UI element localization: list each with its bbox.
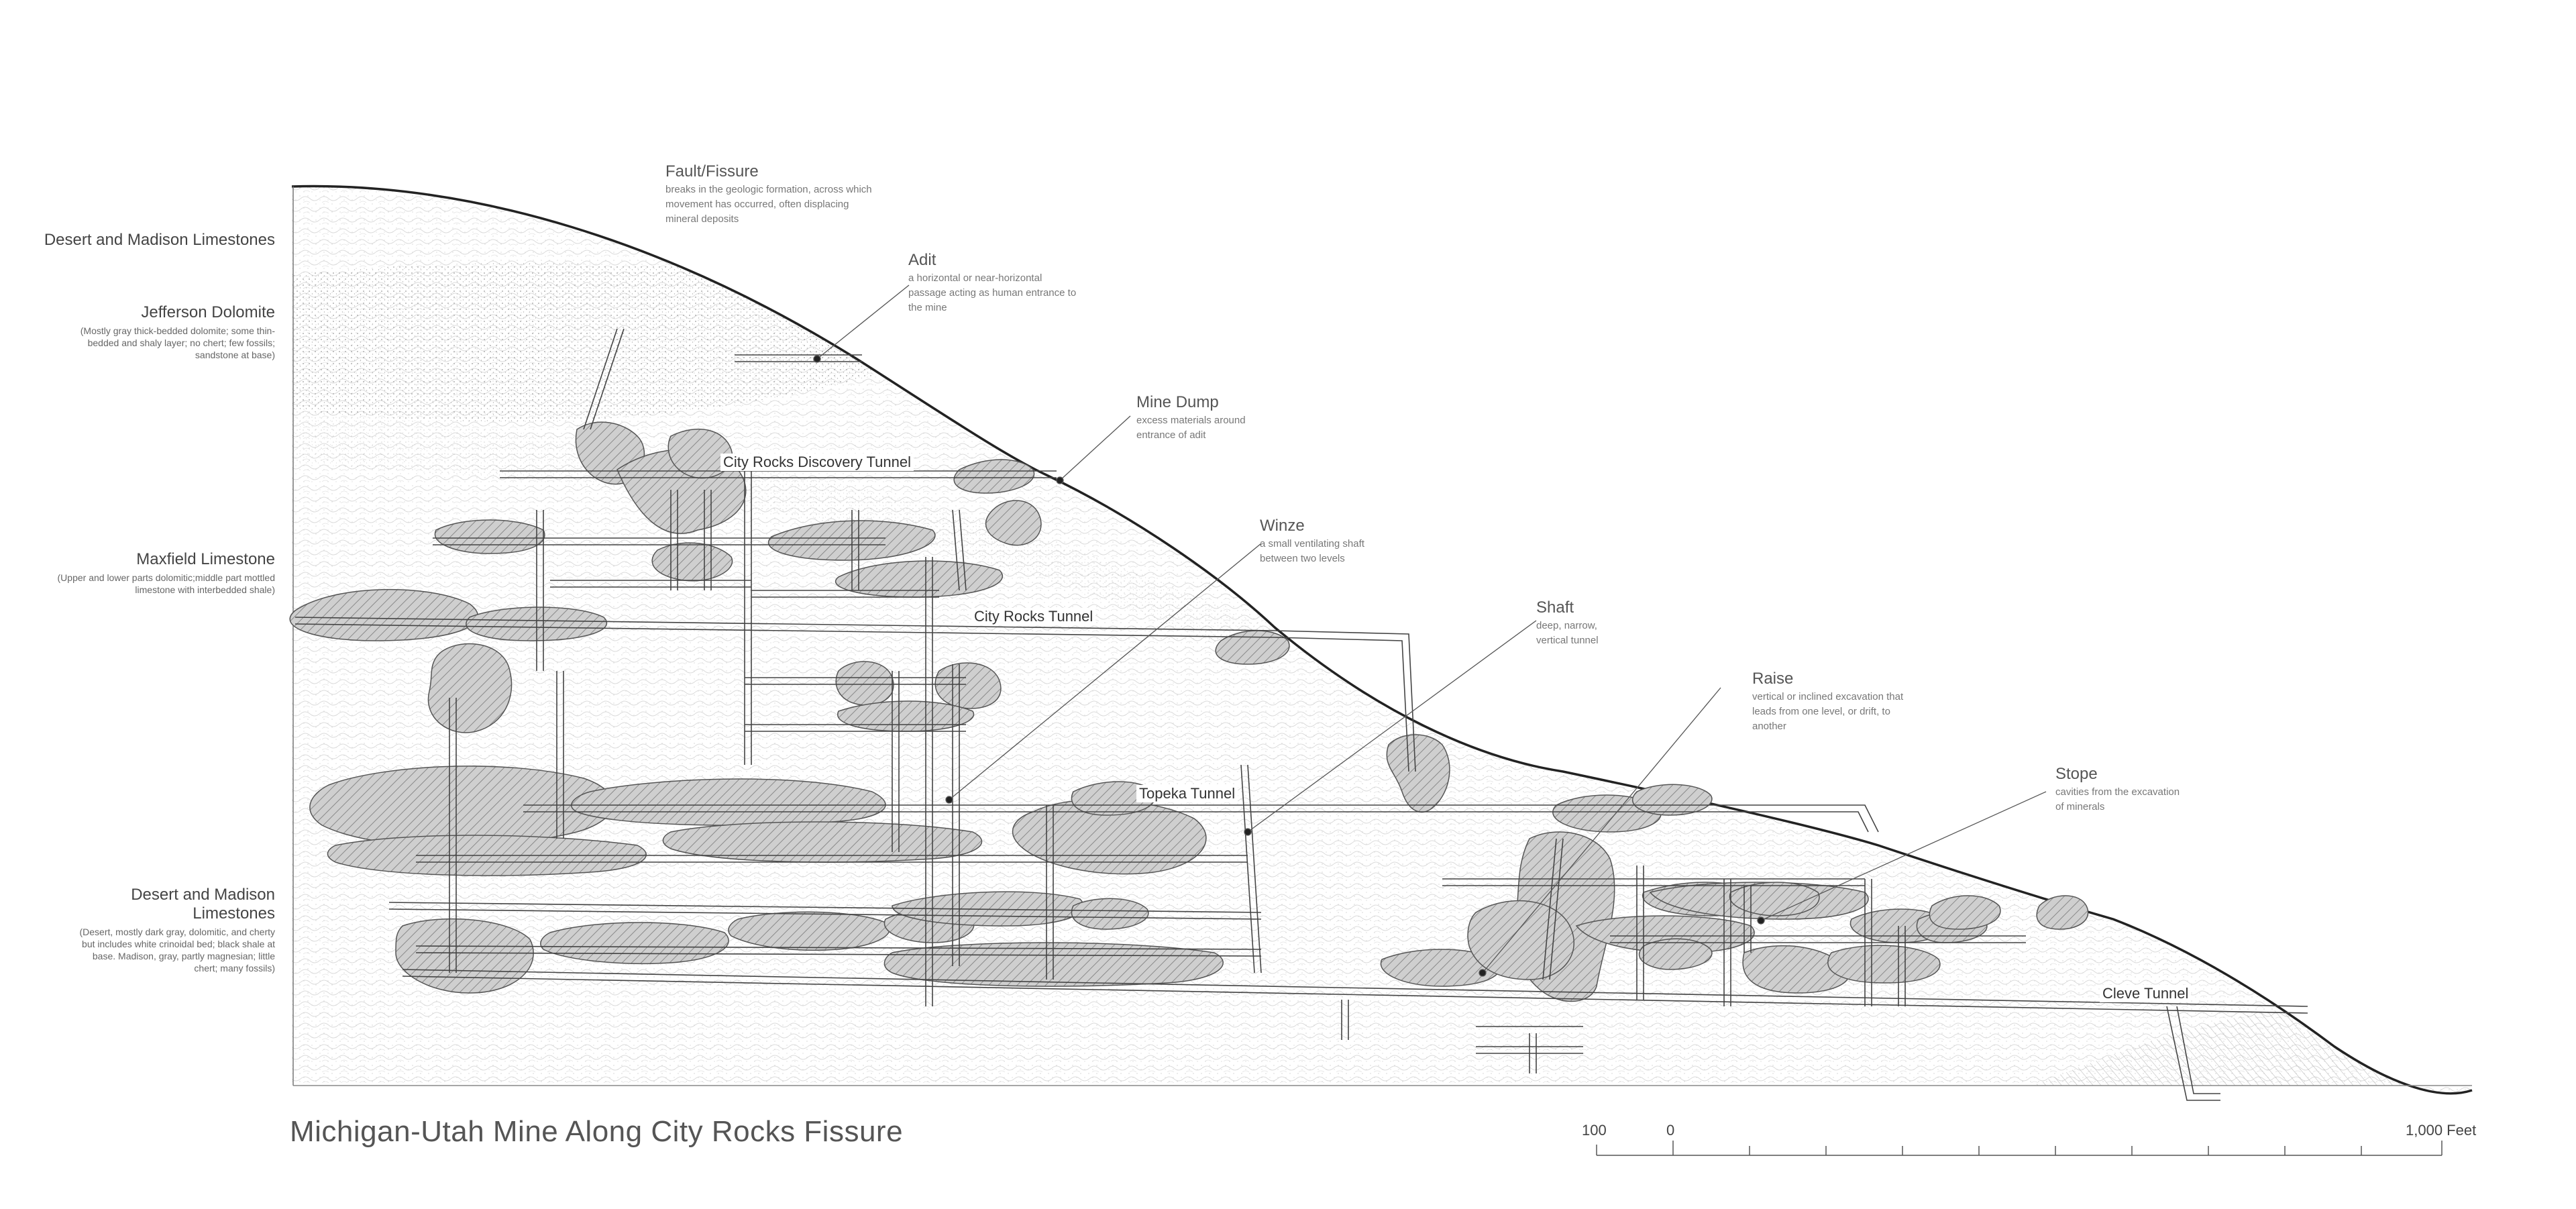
callout-description: a small ventilating shaft between two le… <box>1260 538 1364 564</box>
callout-adit: Adit a horizontal or near-horizontal pas… <box>908 251 1083 315</box>
strata-label-desert-madison-lower: Desert and Madison Limestones (Desert, m… <box>67 886 275 974</box>
strata-description: (Desert, mostly dark gray, dolomitic, an… <box>79 927 275 974</box>
callout-description: cavities from the excavation of minerals <box>2055 786 2180 812</box>
topeka-tunnel-line <box>523 804 1879 833</box>
strata-name: Desert and Madison Limestones <box>131 886 275 923</box>
tunnel-label-topeka: Topeka Tunnel <box>1136 785 1238 802</box>
mine-dump-marker <box>1056 476 1064 484</box>
tunnels <box>294 328 2308 1101</box>
stope-marker <box>1757 916 1765 925</box>
callout-description: excess materials around entrance of adit <box>1136 415 1246 441</box>
strata-description: (Upper and lower parts dolomitic;middle … <box>57 572 275 595</box>
callout-name: Adit <box>908 251 936 269</box>
strata-label-maxfield-limestone: Maxfield Limestone (Upper and lower part… <box>54 550 275 596</box>
adit-marker <box>813 355 821 363</box>
callout-name: Mine Dump <box>1136 393 1219 411</box>
scale-bar <box>1596 1141 2443 1156</box>
terrain-surface-line <box>291 185 2473 1095</box>
callout-name: Shaft <box>1536 598 1574 617</box>
callout-leaders <box>813 284 2047 977</box>
callout-name: Fault/Fissure <box>665 162 759 180</box>
discovery-tunnel-line <box>500 470 1057 478</box>
mine-dump-hatch <box>2033 1010 2428 1086</box>
scale-label-1000-feet: 1,000 Feet <box>2406 1122 2477 1139</box>
strata-name: Desert and Madison Limestones <box>44 231 275 249</box>
strata-name: Jefferson Dolomite <box>141 303 275 321</box>
callout-description: a horizontal or near-horizontal passage … <box>908 272 1077 313</box>
callout-name: Stope <box>2055 765 2098 783</box>
callout-raise: Raise vertical or inclined excavation th… <box>1752 670 1907 734</box>
strata-label-jefferson-dolomite: Jefferson Dolomite (Mostly gray thick-be… <box>74 303 275 361</box>
callout-description: breaks in the geologic formation, across… <box>665 184 872 225</box>
callout-name: Winze <box>1260 517 1305 535</box>
tunnel-label-city-rocks: City Rocks Tunnel <box>971 608 1096 625</box>
cleve-tunnel-line <box>402 969 2308 1014</box>
city-rocks-tunnel-line <box>294 617 1275 638</box>
raise-marker <box>1479 969 1487 977</box>
winze-marker <box>945 796 953 804</box>
tunnel-label-city-rocks-discovery: City Rocks Discovery Tunnel <box>720 454 914 471</box>
callout-mine-dump: Mine Dump excess materials around entran… <box>1136 393 1271 443</box>
scale-label-100: 100 <box>1582 1122 1607 1139</box>
jefferson-dolomite-band <box>292 262 872 422</box>
scale-label-0: 0 <box>1666 1122 1675 1139</box>
diagram-title: Michigan-Utah Mine Along City Rocks Fiss… <box>290 1115 904 1148</box>
strata-description: (Mostly gray thick-bedded dolomite; some… <box>80 325 275 360</box>
strata-name: Maxfield Limestone <box>136 550 275 568</box>
callout-name: Raise <box>1752 670 1794 688</box>
strata-label-desert-madison-upper: Desert and Madison Limestones <box>0 231 275 250</box>
shaft-marker <box>1244 828 1252 836</box>
callout-shaft: Shaft deep, narrow, vertical tunnel <box>1536 598 1630 648</box>
callout-description: deep, narrow, vertical tunnel <box>1536 620 1599 646</box>
callout-winze: Winze a small ventilating shaft between … <box>1260 517 1401 566</box>
tunnel-label-cleve: Cleve Tunnel <box>2100 985 2192 1002</box>
callout-description: vertical or inclined excavation that lea… <box>1752 691 1904 732</box>
callout-stope: Stope cavities from the excavation of mi… <box>2055 765 2190 814</box>
callout-fault-fissure: Fault/Fissure breaks in the geologic for… <box>665 162 873 227</box>
